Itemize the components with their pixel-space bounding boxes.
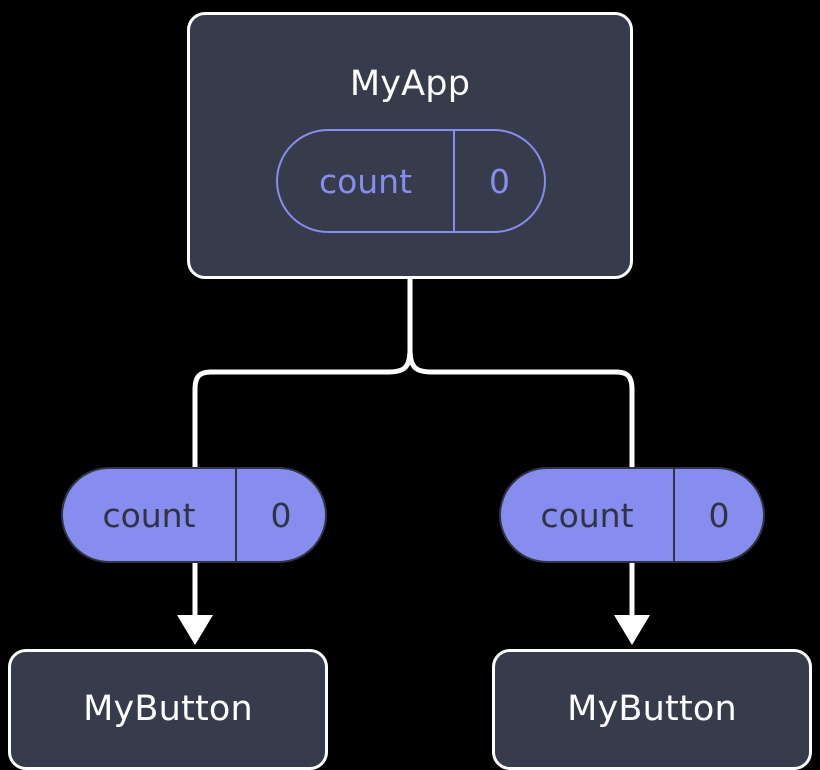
state-key: count [501, 469, 675, 561]
arrowhead-left [177, 615, 213, 645]
state-key: count [63, 469, 237, 561]
edge-branch-left [192, 348, 413, 470]
edge-arrows [177, 560, 650, 645]
state-key: count [278, 131, 455, 231]
arrowhead-right [614, 615, 650, 645]
component-node-mybutton-left[interactable]: MyButton [8, 649, 328, 770]
state-pill-myapp-count[interactable]: count 0 [276, 129, 546, 233]
component-title: MyButton [83, 689, 253, 729]
component-node-mybutton-right[interactable]: MyButton [492, 649, 812, 770]
state-value: 0 [489, 161, 510, 201]
component-title: MyApp [349, 64, 471, 104]
state-pill-child-1-count[interactable]: count 0 [499, 467, 765, 563]
state-pill-child-0-count[interactable]: count 0 [61, 467, 327, 563]
edge-branch-right [407, 348, 635, 470]
state-value: 0 [708, 495, 730, 535]
component-title: MyButton [567, 689, 737, 729]
state-value: 0 [270, 495, 292, 535]
